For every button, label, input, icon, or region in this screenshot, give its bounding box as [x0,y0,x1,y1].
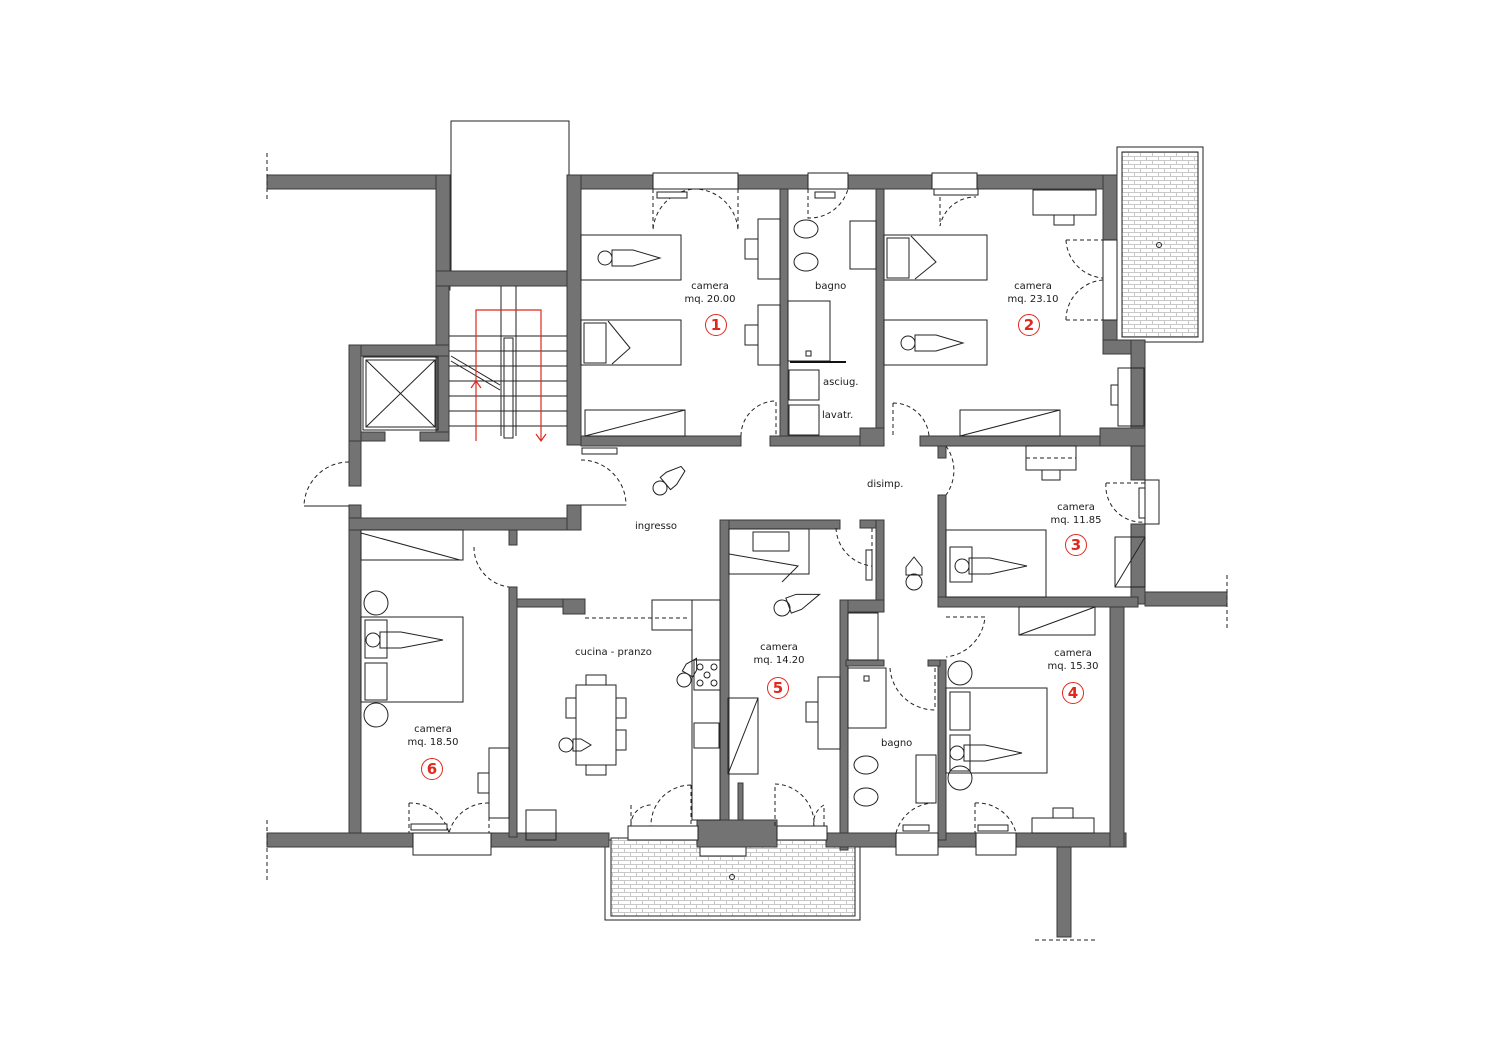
bidet-icon [793,252,819,272]
kitchen-furniture [525,599,721,841]
walls [266,174,1228,938]
windows [412,172,1160,856]
label-bagno-top: bagno [815,281,847,292]
room-label-camera-4: camera mq. 15.30 [1043,647,1103,673]
bathroom-top [787,188,877,436]
room-name: camera [1057,502,1095,513]
room-area: mq. 18.50 [407,737,459,748]
bidet-icon [853,755,879,775]
room-name: camera [760,642,798,653]
room-area: mq. 23.10 [1007,294,1059,305]
toilet-icon [793,219,819,239]
room-name: camera [1014,281,1052,292]
balcony-right [1116,146,1204,343]
room-number-badge-2: 2 [1018,314,1040,336]
label-asciugatrice: asciug. [823,377,859,388]
person-icon [365,249,1028,762]
camera-3-furniture [945,445,1146,598]
label-cucina-pranzo: cucina - pranzo [575,647,652,658]
elevator-icon [362,356,439,431]
room-label-camera-2: camera mq. 23.10 [1003,280,1063,306]
room-number-badge-5: 5 [767,677,789,699]
label-bagno-bottom: bagno [881,738,913,749]
room-name: camera [414,724,452,735]
room-label-camera-5: camera mq. 14.20 [749,641,809,667]
label-lavatrice: lavatr. [822,410,854,421]
label-ingresso: ingresso [635,521,678,532]
room-number-badge-1: 1 [705,314,727,336]
camera-4-furniture [945,606,1096,834]
label-disimpegno: disimp. [867,479,904,490]
toilet-icon [853,787,879,807]
room-area: mq. 20.00 [684,294,736,305]
room-area: mq. 14.20 [753,655,805,666]
camera-1-furniture [580,188,781,437]
room-number-badge-6: 6 [421,758,443,780]
room-label-camera-6: camera mq. 18.50 [403,723,463,749]
balcony-bottom [604,837,861,921]
stove-icon [693,659,721,691]
camera-2-furniture [883,188,1145,437]
camera-6-furniture [360,529,510,834]
staircase [449,286,567,443]
door-swing-icon [945,445,955,496]
room-label-camera-1: camera mq. 20.00 [680,280,740,306]
entry-door[interactable] [303,447,627,507]
room-area: mq. 15.30 [1047,661,1099,672]
sink-icon [849,220,877,270]
sink-icon [915,754,937,804]
room-label-camera-3: camera mq. 11.85 [1046,501,1106,527]
bathroom-bottom [847,612,937,834]
room-number-badge-3: 3 [1065,534,1087,556]
room-area: mq. 11.85 [1050,515,1102,526]
dimension-ticks [266,153,1228,941]
room-name: camera [1054,648,1092,659]
camera-5-furniture [727,527,873,827]
room-name: camera [691,281,729,292]
room-number-badge-4: 4 [1062,682,1084,704]
shaft [450,120,570,272]
table-icon [575,684,617,766]
